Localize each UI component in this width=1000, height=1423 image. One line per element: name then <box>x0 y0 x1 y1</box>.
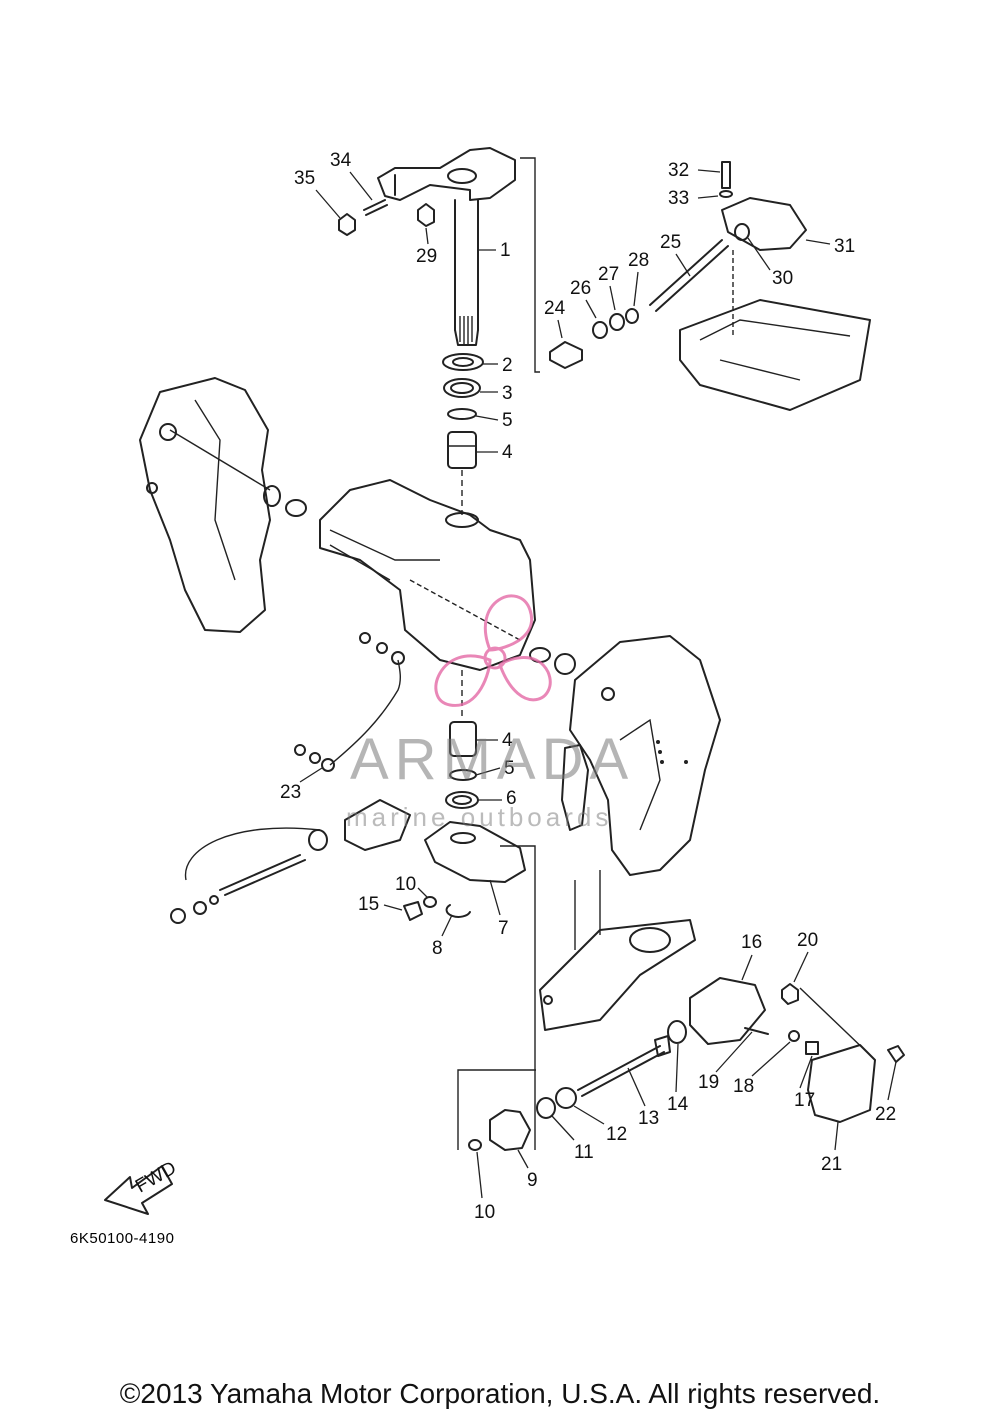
callout-33: 33 <box>668 188 689 209</box>
callout-10: 10 <box>395 874 416 895</box>
callout-5-lower: 5 <box>504 758 515 779</box>
callout-5: 5 <box>502 410 513 431</box>
callout-4-lower: 4 <box>502 730 513 751</box>
rear-mount-assembly <box>457 977 905 1151</box>
watermark-subtitle: marine outboards <box>346 802 613 832</box>
callout-4: 4 <box>502 442 513 463</box>
callout-22: 22 <box>875 1104 896 1125</box>
callout-30: 30 <box>772 268 793 289</box>
callout-21: 21 <box>821 1154 842 1175</box>
callout-23: 23 <box>280 782 301 803</box>
callout-7: 7 <box>498 918 509 939</box>
callout-14: 14 <box>667 1094 689 1115</box>
steering-arm <box>377 147 540 373</box>
callout-16: 16 <box>741 932 762 953</box>
callout-13: 13 <box>638 1108 659 1129</box>
callout-19: 19 <box>698 1072 719 1093</box>
callout-18: 18 <box>733 1076 754 1097</box>
callout-2: 2 <box>502 355 513 376</box>
callout-1: 1 <box>500 240 511 261</box>
callout-6: 6 <box>506 788 517 809</box>
callout-26: 26 <box>570 278 591 299</box>
tilt-rod-assembly <box>170 632 411 924</box>
callout-34: 34 <box>330 150 352 171</box>
callout-12: 12 <box>606 1124 627 1145</box>
callout-29: 29 <box>416 246 437 267</box>
callout-27: 27 <box>598 264 619 285</box>
left-clamp-bracket <box>139 377 307 633</box>
callout-3: 3 <box>502 383 513 404</box>
lower-unit-housing <box>539 870 696 1031</box>
watermark-logo <box>434 594 552 707</box>
fasteners-top-left <box>338 199 435 236</box>
callout-10-lower: 10 <box>474 1202 495 1223</box>
callout-31: 31 <box>834 236 855 257</box>
callout-20: 20 <box>797 930 818 951</box>
callout-15: 15 <box>358 894 379 915</box>
right-clamp-bracket <box>561 635 721 876</box>
callout-9: 9 <box>527 1170 538 1191</box>
copyright-notice: ©2013 Yamaha Motor Corporation, U.S.A. A… <box>119 1378 881 1409</box>
steering-shaft <box>454 199 479 346</box>
lower-mount-bracket <box>403 821 536 1150</box>
callout-32: 32 <box>668 160 689 181</box>
callout-24: 24 <box>544 298 566 319</box>
upper-mount-assembly <box>549 161 871 411</box>
watermark-word: ARMADA <box>350 727 635 792</box>
callout-28: 28 <box>628 250 649 271</box>
callout-8: 8 <box>432 938 443 959</box>
callout-25: 25 <box>660 232 681 253</box>
callout-17: 17 <box>794 1090 815 1111</box>
callout-labels: 1 2 3 5 4 4 5 6 7 8 9 10 10 11 12 13 14 … <box>280 150 897 1223</box>
upper-bushing-stack <box>442 353 484 515</box>
diagram-code: 6K50100-4190 <box>70 1230 175 1247</box>
callout-35: 35 <box>294 168 315 189</box>
fwd-arrow-icon: FWD <box>104 1158 180 1215</box>
callout-11: 11 <box>574 1142 594 1163</box>
fwd-label: FWD <box>132 1158 180 1198</box>
swivel-bracket <box>319 479 576 675</box>
